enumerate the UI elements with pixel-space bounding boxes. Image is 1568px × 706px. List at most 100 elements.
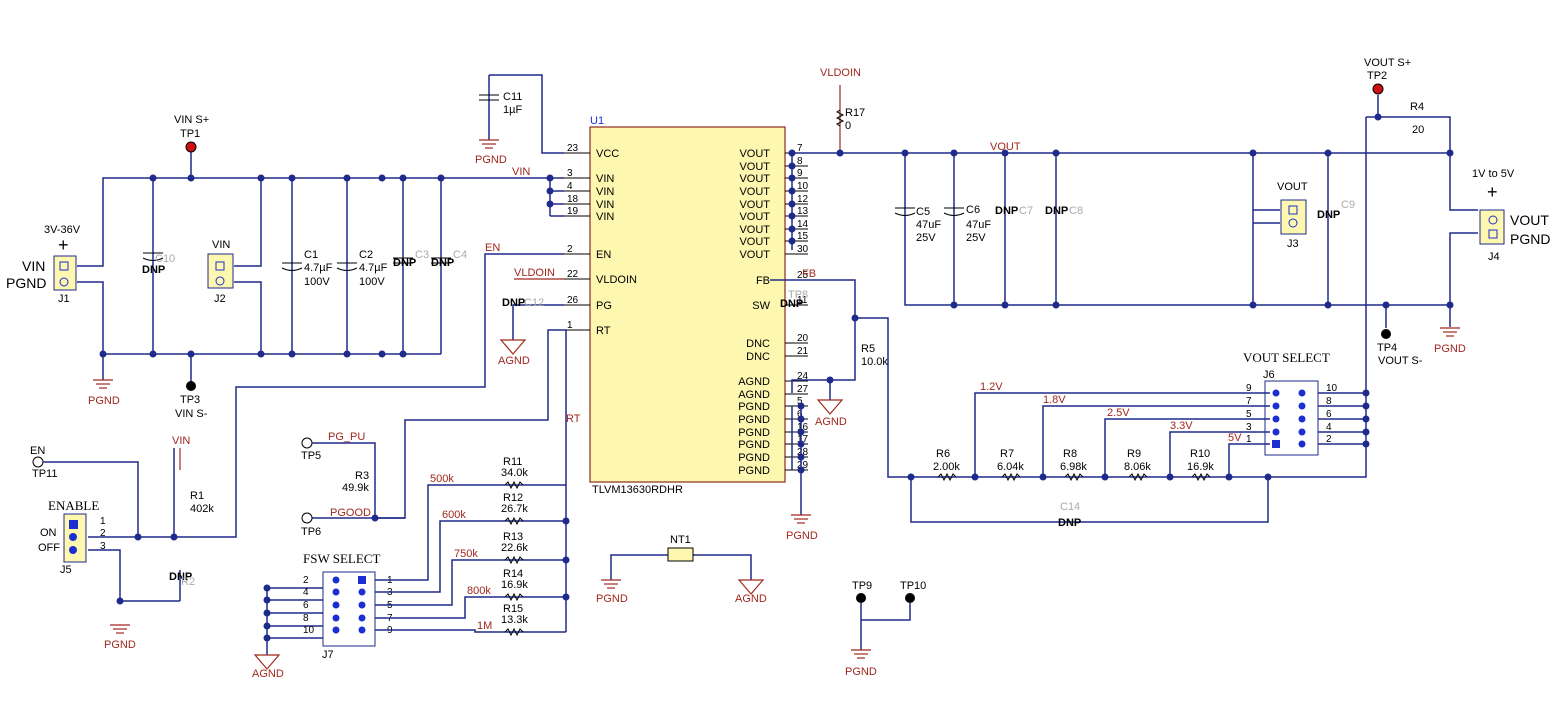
tp3-name: VIN S- [175, 408, 208, 420]
ic-pin-name: SW [752, 300, 770, 312]
svg-text:J7: J7 [322, 649, 334, 661]
ic-pin-number: 28 [797, 447, 809, 458]
svg-text:20: 20 [1412, 124, 1424, 136]
svg-text:DNP: DNP [502, 297, 525, 309]
svg-text:PGND: PGND [1434, 343, 1466, 355]
nt1-section: NT1 PGND AGND [596, 534, 767, 605]
j7-pin-left: 6 [303, 600, 309, 611]
svg-text:J3: J3 [1287, 238, 1299, 250]
svg-text:0: 0 [845, 120, 851, 132]
ic-pin-name: PGND [738, 452, 770, 464]
input-section: VIN 3V-36V + VIN PGND J1 PGND C10 DNP VI… [6, 114, 564, 420]
svg-text:RT: RT [566, 413, 581, 425]
ic-pin-number: 10 [797, 181, 809, 192]
svg-text:DNP: DNP [1317, 209, 1340, 221]
svg-text:3: 3 [100, 541, 106, 552]
ic-part: TLVM13630RDHR [592, 484, 683, 496]
ic-pin-name: VOUT [739, 161, 770, 173]
svg-text:47uF: 47uF [916, 219, 941, 231]
ic-pin-name: AGND [738, 389, 770, 401]
ic-pin-number: 27 [797, 384, 809, 395]
ic-pin-number: 21 [797, 346, 809, 357]
ic-pin-name: RT [596, 325, 611, 337]
svg-text:DNP: DNP [431, 257, 454, 269]
svg-text:10.0k: 10.0k [861, 356, 888, 368]
resistor-value: 34.0k [501, 467, 528, 479]
svg-text:J4: J4 [1488, 251, 1500, 263]
svg-text:AGND: AGND [815, 416, 847, 428]
ic-pin-number: 14 [797, 219, 809, 230]
svg-text:100V: 100V [304, 276, 330, 288]
resistor-value: 16.9k [501, 579, 528, 591]
tp3-ref: TP3 [180, 394, 200, 406]
svg-text:1: 1 [100, 516, 106, 527]
svg-text:TP8: TP8 [788, 289, 808, 301]
j1-vin-label: VIN [22, 258, 45, 274]
tp1-ref: TP1 [180, 128, 200, 140]
j2-name: VIN [212, 239, 230, 251]
ic-pin-number: 17 [797, 434, 809, 445]
resistor-value: 13.3k [501, 614, 528, 626]
ic-pin-name: EN [596, 249, 611, 261]
ic-pin-name: PGND [738, 465, 770, 477]
ic-pin-number: 1 [567, 320, 573, 331]
j6-pin-left: 3 [1246, 422, 1252, 433]
ic-pin-name: VOUT [739, 236, 770, 248]
resistor-value: 22.6k [501, 542, 528, 554]
svg-text:R4: R4 [1410, 101, 1424, 113]
tp9-tp10: TP9 TP10 PGND [845, 580, 926, 678]
j6-pin-left: 9 [1246, 383, 1252, 394]
svg-text:VOUT: VOUT [990, 141, 1021, 153]
j6-pin-right: 8 [1326, 396, 1332, 407]
testpoint-tp3: TP3 VIN S- [175, 381, 208, 420]
svg-text:J6: J6 [1263, 369, 1275, 381]
svg-text:C11: C11 [503, 91, 522, 103]
enable-section: EN TP11 VIN R1 402k DNP R2 PGND ENABLE O… [30, 435, 214, 651]
j6-pin-left: 5 [1246, 409, 1252, 420]
svg-text:VIN: VIN [172, 435, 190, 447]
resistor-value: 6.04k [997, 461, 1024, 473]
j6-pin-right: 4 [1326, 422, 1332, 433]
ic-pin-name: DNC [746, 338, 770, 350]
vout-select-network: C14 DNP R62.00kR76.04kR86.98kR98.06kR101… [907, 350, 1370, 529]
ic-pin-name: VIN [596, 211, 614, 223]
ic-pin-number: 8 [797, 156, 803, 167]
svg-text:AGND: AGND [252, 668, 284, 680]
svg-text:VOUT: VOUT [1510, 212, 1549, 228]
ic-pin-name: AGND [738, 376, 770, 388]
svg-text:+: + [1487, 182, 1498, 202]
j6-pin-right: 10 [1326, 383, 1338, 394]
vsel-voltage-label: 1.2V [980, 381, 1003, 393]
j7-pin-left: 8 [303, 613, 309, 624]
j7-pin-left: 4 [303, 587, 309, 598]
resistor-ref: R6 [936, 448, 950, 460]
resistor-ref: R15 [503, 603, 523, 615]
svg-text:VLDOIN: VLDOIN [514, 267, 555, 279]
ic-pin-name: VOUT [739, 224, 770, 236]
tp1-name: VIN S+ [174, 114, 209, 126]
j6-pin-left: 1 [1246, 434, 1252, 445]
fsw-label: 500k [430, 473, 454, 485]
pgnd-label: PGND [88, 395, 120, 407]
svg-text:EN: EN [485, 242, 500, 254]
svg-text:DNP: DNP [1045, 205, 1068, 217]
svg-text:R3: R3 [355, 470, 369, 482]
svg-text:DNP: DNP [393, 257, 416, 269]
fsw-label: 600k [442, 509, 466, 521]
svg-text:25V: 25V [966, 232, 986, 244]
cap-c3: DNP C3 [393, 249, 429, 269]
ic-pin-number: 7 [797, 143, 803, 154]
resistor-ref: R7 [1000, 448, 1014, 460]
vsel-voltage-label: 1.8V [1043, 394, 1066, 406]
connector-j4: 1V to 5V + VOUT PGND J4 [1472, 168, 1550, 263]
svg-text:C8: C8 [1069, 205, 1083, 217]
vcc-section: C11 1µF PGND [475, 74, 564, 166]
svg-text:25V: 25V [916, 232, 936, 244]
svg-text:1V to 5V: 1V to 5V [1472, 168, 1515, 180]
resistor-ref: R14 [503, 568, 523, 580]
ic-pin-number: 16 [797, 422, 809, 433]
ic-pin-number: 25 [797, 270, 809, 281]
ic-pin-name: DNC [746, 351, 770, 363]
